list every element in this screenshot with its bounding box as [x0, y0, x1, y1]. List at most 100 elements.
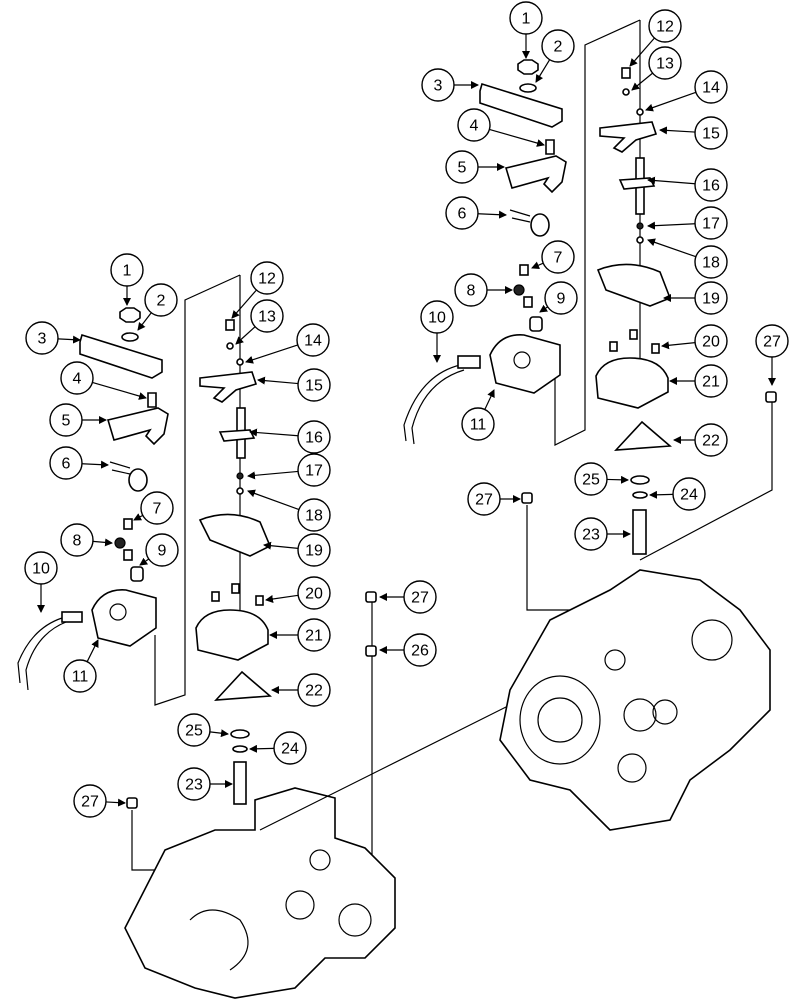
left-part-20a-screw — [231, 583, 240, 594]
callout-label-r17: 17 — [702, 216, 720, 233]
bubble-r15 — [694, 116, 728, 150]
callout-label-l2: 2 — [157, 293, 166, 310]
right-part-10-cable — [403, 364, 461, 442]
bubble-l5 — [49, 403, 83, 437]
right-part-22-plate — [614, 420, 672, 451]
callout-l2: 2 — [137, 283, 178, 331]
right-guide-line — [554, 19, 641, 446]
bubble-r1 — [509, 1, 543, 35]
callout-l25: 25 — [177, 713, 229, 747]
callout-label-l14: 14 — [304, 333, 322, 350]
callout-label-r7: 7 — [554, 250, 563, 267]
callout-l10: 10 — [24, 551, 58, 613]
right-plug-line — [639, 395, 773, 561]
callout-label-r1: 1 — [522, 11, 531, 28]
left-part-2-washer — [121, 332, 139, 342]
right-part-8-plug — [513, 284, 525, 296]
bubble-l6 — [49, 446, 83, 480]
right-pump-port-4 — [617, 753, 647, 783]
right-part-6-spring-arms — [509, 209, 531, 223]
left-part-10-cable — [17, 617, 63, 684]
callout-l20: 20 — [265, 576, 331, 610]
callout-label-l27b: 27 — [81, 794, 99, 811]
left-pump-flange — [189, 909, 249, 971]
left-part-6-spring — [128, 468, 148, 492]
right-part-2-washer — [519, 83, 537, 93]
leader-l19 — [263, 541, 299, 550]
bubble-l19 — [297, 533, 331, 567]
callout-r1: 1 — [509, 1, 543, 59]
bubble-r3 — [421, 68, 455, 102]
callout-label-r2: 2 — [554, 39, 563, 56]
bubble-r18 — [694, 245, 728, 279]
callout-l9: 9 — [139, 533, 179, 567]
right-part-19-gasket — [596, 263, 672, 307]
bubble-l7 — [140, 491, 174, 525]
callout-l8: 8 — [60, 523, 113, 557]
left-part-4-bolt — [147, 392, 157, 408]
callout-l17: 17 — [247, 453, 331, 487]
left-part-23-sleeve — [233, 761, 247, 805]
callout-r9: 9 — [539, 281, 578, 315]
callout-label-l10: 10 — [32, 561, 50, 578]
bubble-r27a — [755, 324, 789, 358]
bubble-r10 — [420, 300, 454, 334]
bubble-r20 — [694, 324, 728, 358]
left-part-5-bracket — [106, 407, 169, 446]
callout-label-r9: 9 — [557, 291, 566, 308]
bubble-r22 — [694, 423, 728, 457]
callout-label-r8: 8 — [467, 283, 476, 300]
callout-label-r25: 25 — [582, 472, 600, 489]
callout-label-r13: 13 — [656, 56, 674, 73]
left-part-14-ring — [236, 358, 244, 366]
callout-label-l15: 15 — [305, 378, 323, 395]
leader-r11 — [484, 389, 495, 410]
callout-label-l26: 26 — [411, 643, 429, 660]
left-pump-body — [124, 787, 396, 999]
callout-label-r5: 5 — [458, 160, 467, 177]
left-guide-line — [154, 274, 241, 706]
callout-r10: 10 — [420, 300, 454, 363]
right-part-25-seal — [630, 475, 650, 485]
bubble-l8 — [60, 523, 94, 557]
right-part-23-sleeve — [632, 509, 647, 555]
bubble-l23 — [177, 767, 211, 801]
right-part-7b-screw — [523, 296, 533, 308]
callout-r3: 3 — [421, 68, 479, 102]
bubble-r23 — [574, 517, 608, 551]
callout-label-l19: 19 — [305, 543, 323, 560]
leader-l11 — [86, 639, 99, 662]
callout-l14: 14 — [245, 323, 330, 364]
callout-label-l11: 11 — [72, 669, 89, 686]
right-pump-port-1 — [691, 619, 733, 661]
callout-r23: 23 — [574, 517, 631, 551]
bubble-l4 — [60, 361, 94, 395]
callout-r7: 7 — [531, 240, 575, 274]
left-part-8-plug — [114, 537, 126, 549]
leader-r24 — [649, 490, 674, 499]
callout-label-l9: 9 — [158, 543, 167, 560]
left-pump-port-1 — [285, 890, 315, 920]
bubble-l17 — [297, 453, 331, 487]
callout-l5: 5 — [49, 403, 107, 437]
leader-l3 — [57, 335, 81, 344]
callout-l12: 12 — [231, 261, 284, 319]
callout-label-r3: 3 — [434, 78, 443, 95]
right-part-16-arm — [618, 177, 656, 190]
bubble-r7 — [541, 240, 575, 274]
callout-label-l21: 21 — [305, 628, 323, 645]
leader-l13 — [235, 326, 256, 345]
leader-r16 — [647, 176, 696, 185]
callout-label-r6: 6 — [458, 206, 467, 223]
bubble-l15 — [297, 368, 331, 402]
leader-l12 — [231, 289, 257, 319]
leader-l2 — [137, 312, 152, 331]
right-part-24-oring — [632, 491, 648, 499]
leader-l18 — [247, 489, 300, 511]
left-pump-port-2 — [338, 903, 372, 937]
bubble-l24 — [273, 731, 307, 765]
left-part-17-oring — [236, 472, 244, 480]
bubble-r5 — [445, 150, 479, 184]
right-part-27b-plug — [521, 492, 533, 504]
